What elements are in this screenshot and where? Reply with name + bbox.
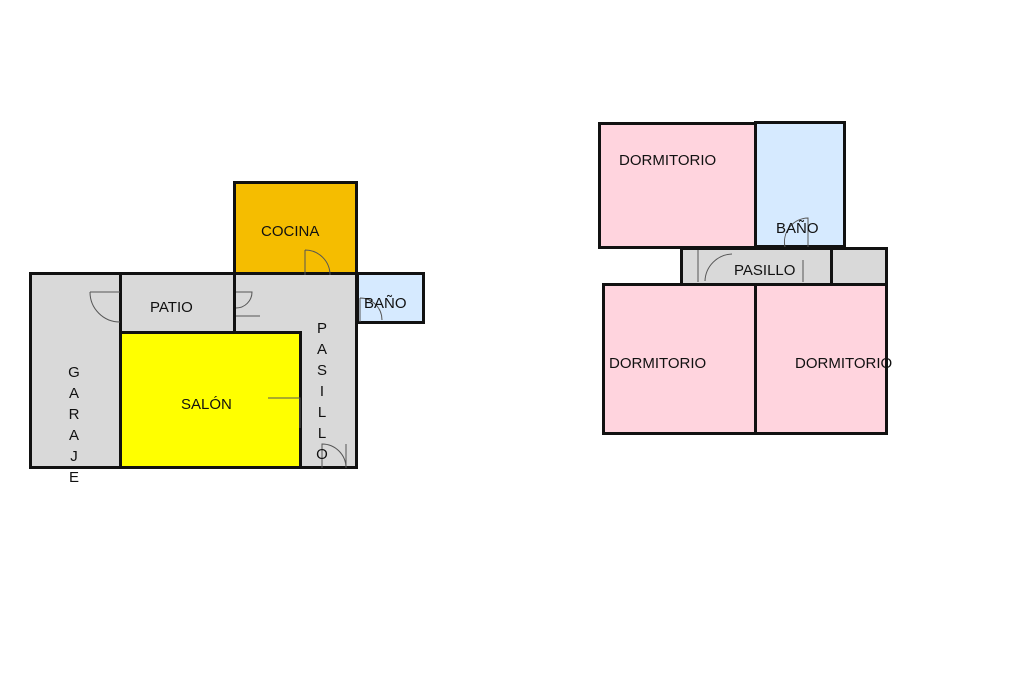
label-dormitorio-right: DORMITORIO <box>795 355 893 372</box>
room-dormitorio-left <box>602 283 757 435</box>
label-salon: SALÓN <box>181 396 232 413</box>
room-bano-ground <box>358 272 425 324</box>
label-pasillo-upper: PASILLO <box>734 262 796 279</box>
label-pasillo-ground: P A S I L L O <box>316 320 328 463</box>
label-dormitorio-top: DORMITORIO <box>619 152 717 169</box>
ground-door-swings <box>89 249 383 469</box>
label-cocina: COCINA <box>261 223 320 240</box>
label-dormitorio-left: DORMITORIO <box>609 355 707 372</box>
room-bano-upper <box>754 121 846 248</box>
room-dormitorio-right <box>754 283 888 435</box>
label-bano-upper: BAÑO <box>776 220 819 237</box>
label-bano-ground: BAÑO <box>364 295 407 312</box>
label-patio: PATIO <box>150 299 193 316</box>
room-cocina <box>233 181 358 275</box>
room-salon <box>119 331 302 469</box>
label-garaje: G A R A J E <box>68 364 80 486</box>
